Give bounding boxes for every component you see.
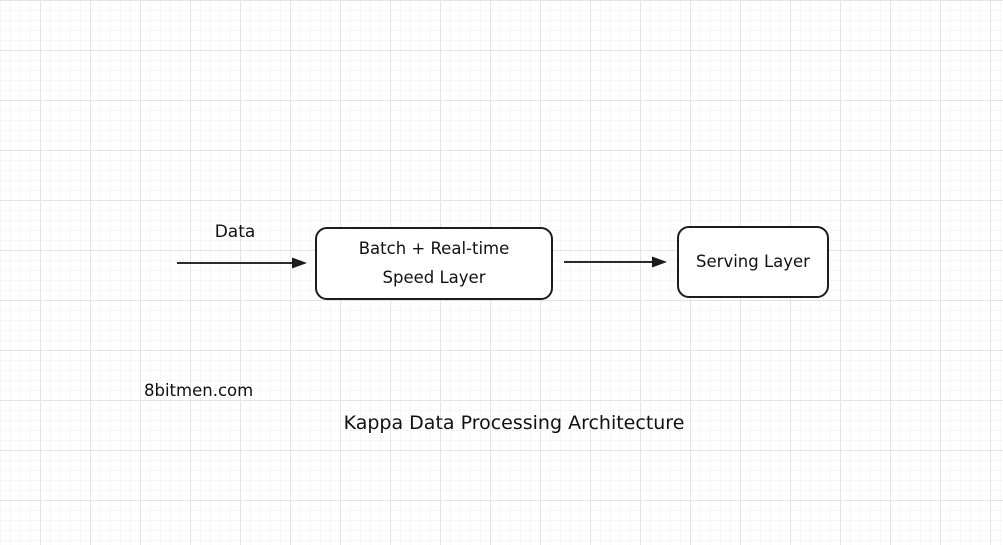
data-input-label: Data (214, 222, 256, 242)
arrow-data-to-speed-layer (177, 257, 307, 269)
node-speed-layer: Batch + Real-time Speed Layer (315, 227, 553, 300)
node-serving-layer: Serving Layer (677, 226, 829, 298)
watermark: 8bitmen.com (144, 381, 254, 400)
node-serving-layer-label: Serving Layer (696, 252, 810, 271)
arrow-speed-layer-to-serving-layer (564, 256, 667, 268)
node-speed-layer-label-line1: Batch + Real-time (358, 239, 510, 258)
node-speed-layer-label-line2: Speed Layer (382, 268, 486, 287)
diagram-title: Kappa Data Processing Architecture (343, 412, 685, 434)
